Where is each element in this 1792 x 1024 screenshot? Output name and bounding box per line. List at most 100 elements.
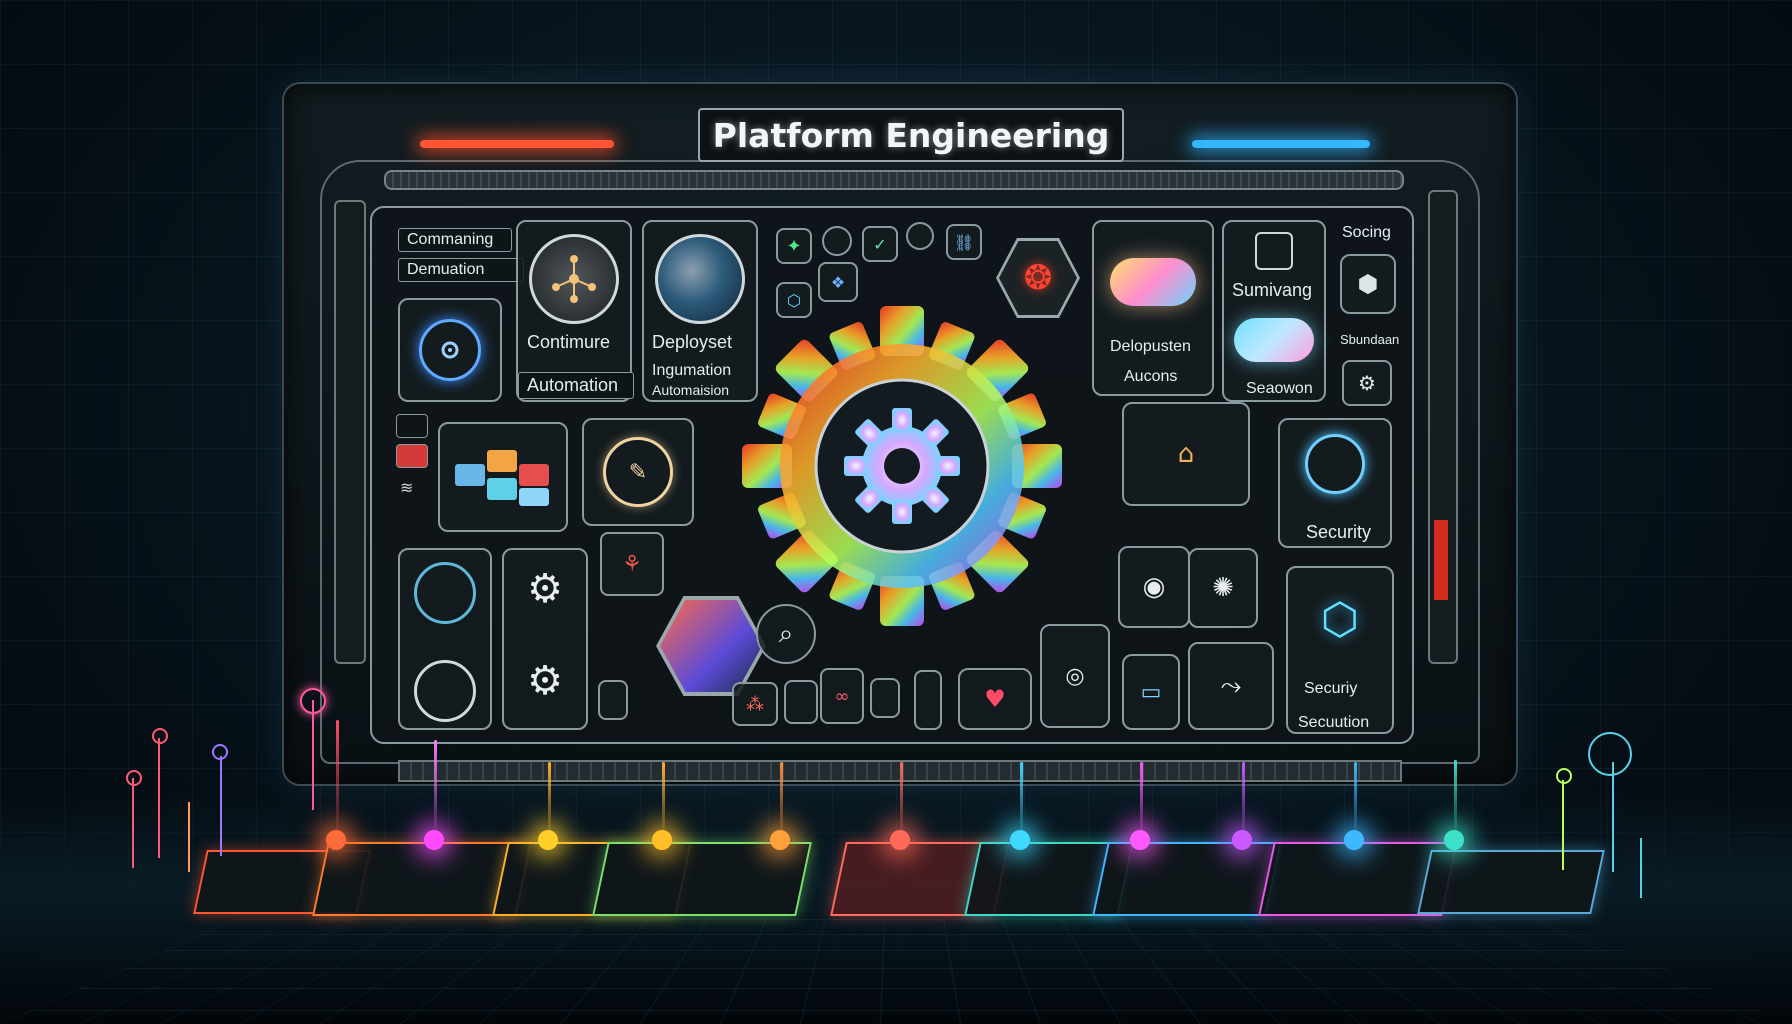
gears-tile[interactable]: ⚙ ⚙ bbox=[502, 548, 588, 730]
tool-icon-4[interactable] bbox=[906, 222, 934, 250]
node-9 bbox=[1232, 830, 1252, 850]
central-gear[interactable] bbox=[732, 296, 1072, 636]
beam-8 bbox=[1140, 762, 1143, 842]
monitor-icon: ▭ bbox=[1140, 679, 1162, 705]
label-aucons: Aucons bbox=[1124, 368, 1178, 385]
pin-1 bbox=[132, 778, 134, 868]
label-commanding: Commaning bbox=[398, 228, 512, 252]
node-10 bbox=[1344, 830, 1364, 850]
tool-icon-5[interactable]: ⛓ bbox=[946, 224, 982, 260]
sensor-tile[interactable]: ◎ bbox=[1040, 624, 1110, 728]
pin-2 bbox=[158, 738, 160, 858]
blue-light-bar bbox=[1192, 140, 1370, 148]
chip-tile[interactable] bbox=[598, 680, 628, 720]
left-side-strip bbox=[334, 200, 366, 664]
beam-4 bbox=[662, 762, 665, 842]
security-tile[interactable] bbox=[1278, 418, 1392, 548]
search-tile[interactable]: ⌕ bbox=[756, 604, 816, 664]
wifi-icon: ≋ bbox=[400, 478, 414, 497]
beam-3 bbox=[548, 762, 551, 842]
node-7 bbox=[1010, 830, 1030, 850]
pin-3 bbox=[188, 802, 190, 872]
tool-icon-7[interactable]: ⬡ bbox=[776, 282, 812, 318]
blocks-tile[interactable] bbox=[438, 422, 568, 532]
cloud-icon bbox=[1234, 318, 1314, 362]
sensor-icon: ◎ bbox=[1065, 663, 1085, 689]
label-demuation: Demuation bbox=[398, 258, 524, 282]
tool-icon-6[interactable]: ❖ bbox=[818, 262, 858, 302]
mini-toggle-2[interactable] bbox=[396, 444, 428, 468]
beam-6 bbox=[900, 762, 903, 842]
bar-tile[interactable] bbox=[914, 670, 942, 730]
shield-icon: ⬢ bbox=[1357, 270, 1379, 298]
ring-tile[interactable]: ✺ bbox=[1188, 548, 1258, 628]
chain-icon: ∞ bbox=[834, 685, 850, 707]
alert-tile[interactable] bbox=[870, 678, 900, 718]
bottom-panel-9[interactable] bbox=[1417, 850, 1605, 914]
bottom-panel-4[interactable] bbox=[592, 842, 812, 916]
cluster-icon: ❖ bbox=[830, 272, 846, 292]
label-seaowon: Seaowon bbox=[1246, 380, 1313, 397]
right-red-indicator bbox=[1434, 520, 1448, 600]
radar-icon bbox=[414, 562, 476, 624]
shield-tile[interactable]: ⬢ bbox=[1340, 254, 1396, 314]
pin-6 bbox=[1562, 780, 1564, 870]
bottom-panel-7[interactable] bbox=[1092, 842, 1282, 916]
workflow-tile[interactable]: ⚘ bbox=[600, 532, 664, 596]
deployset-tile[interactable] bbox=[642, 220, 758, 402]
secure-hex-tile[interactable]: ⬡ bbox=[1286, 566, 1394, 734]
pin-head-7 bbox=[1588, 732, 1632, 776]
sliders-tile[interactable]: ⚙ bbox=[1342, 360, 1392, 406]
heart-icon: ♥ bbox=[984, 685, 1006, 713]
tool-icon-1[interactable]: ✦ bbox=[776, 228, 812, 264]
list-tile[interactable] bbox=[784, 680, 818, 724]
pin-head-1 bbox=[126, 770, 142, 786]
label-security: Security bbox=[1306, 522, 1372, 542]
devices-icon: ⌂ bbox=[1177, 439, 1195, 469]
beam-11 bbox=[1454, 760, 1457, 840]
gear-tool-tile[interactable]: ✎ bbox=[582, 418, 694, 526]
beam-2 bbox=[434, 740, 437, 840]
pin-5 bbox=[312, 700, 314, 810]
security-network-icon bbox=[1305, 434, 1365, 494]
tool-icon-2[interactable] bbox=[822, 226, 852, 256]
globe-icon bbox=[655, 234, 745, 324]
nodes-tile[interactable]: ⁂ bbox=[732, 682, 778, 726]
target-icon: ◉ bbox=[1142, 572, 1166, 602]
label-automaisinon: Automaision bbox=[652, 382, 730, 398]
delopusten-tile[interactable] bbox=[1092, 220, 1214, 396]
monitor-screen-tile[interactable]: ▭ bbox=[1122, 654, 1180, 730]
devices-tile[interactable]: ⌂ bbox=[1122, 402, 1250, 506]
pin-head-2 bbox=[152, 728, 168, 744]
node-4 bbox=[652, 830, 672, 850]
heart-tile[interactable]: ♥ bbox=[958, 668, 1032, 730]
target-tile[interactable]: ◉ bbox=[1118, 546, 1190, 628]
secure-hex-icon: ⬡ bbox=[1320, 594, 1360, 645]
search-icon: ⌕ bbox=[778, 618, 794, 649]
check-icon: ✓ bbox=[873, 234, 887, 254]
tool-icon-3[interactable]: ✓ bbox=[862, 226, 898, 262]
node-1 bbox=[326, 830, 346, 850]
floor-grid bbox=[0, 919, 1792, 1024]
wrench-icon: ✦ bbox=[786, 235, 802, 257]
workflow-icon: ⚘ bbox=[622, 551, 642, 577]
continuous-automation-tile[interactable] bbox=[516, 220, 632, 402]
link-icon: ⛓ bbox=[953, 232, 975, 252]
pin-7 bbox=[1612, 762, 1614, 872]
beam-10 bbox=[1354, 762, 1357, 842]
dial-icon bbox=[414, 660, 476, 722]
monitor-tile[interactable] bbox=[398, 548, 492, 730]
mini-toggle-1[interactable] bbox=[396, 414, 428, 438]
route-tile[interactable]: ⤳ bbox=[1188, 642, 1274, 730]
central-gear-icon bbox=[742, 306, 1062, 626]
label-automation: Automation bbox=[518, 372, 634, 399]
deploy-tile[interactable] bbox=[398, 298, 502, 402]
link-tile[interactable]: ∞ bbox=[820, 668, 864, 724]
gear-icon-1: ⚙ bbox=[527, 566, 563, 612]
node-2 bbox=[424, 830, 444, 850]
beam-1 bbox=[336, 720, 339, 842]
label-sbundaan: Sbundaan bbox=[1340, 332, 1400, 347]
sumivang-tile[interactable] bbox=[1222, 220, 1326, 402]
label-deployset: Deployset bbox=[652, 332, 733, 352]
pin-head-5 bbox=[300, 688, 326, 714]
